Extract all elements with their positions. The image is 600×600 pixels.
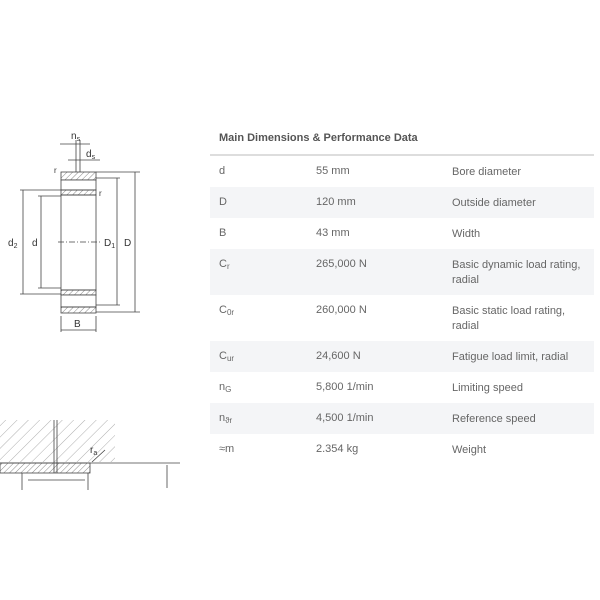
table-row: Cr 265,000 N Basic dynamic load rating, …: [210, 249, 594, 295]
row-value: 43 mm: [316, 227, 350, 239]
row-symbol: d: [219, 165, 226, 177]
row-description: Limiting speed: [452, 382, 523, 394]
row-value: 120 mm: [316, 196, 356, 208]
row-value: 24,600 N: [316, 350, 361, 362]
label-d: d: [32, 238, 38, 249]
label-r-inner: r: [99, 189, 102, 198]
table-row: d 55 mm Bore diameter: [210, 156, 594, 187]
table-row: D 120 mm Outside diameter: [210, 187, 594, 218]
row-symbol: nG: [219, 381, 232, 394]
row-description: Outside diameter: [452, 197, 536, 209]
row-symbol: Cur: [219, 350, 235, 363]
row-symbol: B: [219, 227, 227, 239]
label-B: B: [74, 319, 81, 330]
row-description: Width: [452, 228, 481, 240]
row-symbol: nϑr: [219, 412, 233, 425]
row-description: Fatigue load limit, radial: [452, 351, 569, 363]
row-description: Basic static load rating, radial: [452, 305, 566, 332]
label-ra: ra: [90, 445, 97, 457]
row-description: Reference speed: [452, 413, 536, 425]
row-value: 260,000 N: [316, 304, 367, 316]
row-symbol: Cr: [219, 258, 230, 271]
table-row: nϑr 4,500 1/min Reference speed: [210, 403, 594, 434]
row-description: Weight: [452, 444, 487, 456]
label-r-top: r: [54, 166, 57, 175]
label-d2: d2: [8, 238, 18, 250]
row-description: Bore diameter: [452, 166, 522, 178]
title-divider: [210, 154, 594, 156]
row-value: 2.354 kg: [316, 443, 359, 455]
table-row: nG 5,800 1/min Limiting speed: [210, 372, 594, 403]
label-ds: ds: [86, 149, 96, 161]
row-symbol: ≈m: [219, 443, 235, 455]
bearing-dimension-drawing: ns ds r r d2 d D1 D B ra: [0, 131, 180, 490]
row-value: 4,500 1/min: [316, 412, 374, 424]
row-value: 55 mm: [316, 165, 350, 177]
dimensions-table: Main Dimensions & Performance Data d 55 …: [210, 128, 594, 465]
table-row: Cur 24,600 N Fatigue load limit, radial: [210, 341, 594, 372]
table-title: Main Dimensions & Performance Data: [219, 132, 418, 144]
row-description: Basic dynamic load rating, radial: [452, 259, 581, 286]
table-row: B 43 mm Width: [210, 218, 594, 249]
label-D1: D1: [104, 238, 115, 250]
label-D: D: [124, 238, 131, 249]
row-value: 5,800 1/min: [316, 381, 374, 393]
row-symbol: C0r: [219, 304, 235, 317]
table-row: ≈m 2.354 kg Weight: [210, 434, 594, 465]
row-value: 265,000 N: [316, 258, 367, 270]
table-row: C0r 260,000 N Basic static load rating, …: [210, 295, 594, 341]
label-ns: ns: [71, 131, 81, 143]
row-symbol: D: [219, 196, 227, 208]
